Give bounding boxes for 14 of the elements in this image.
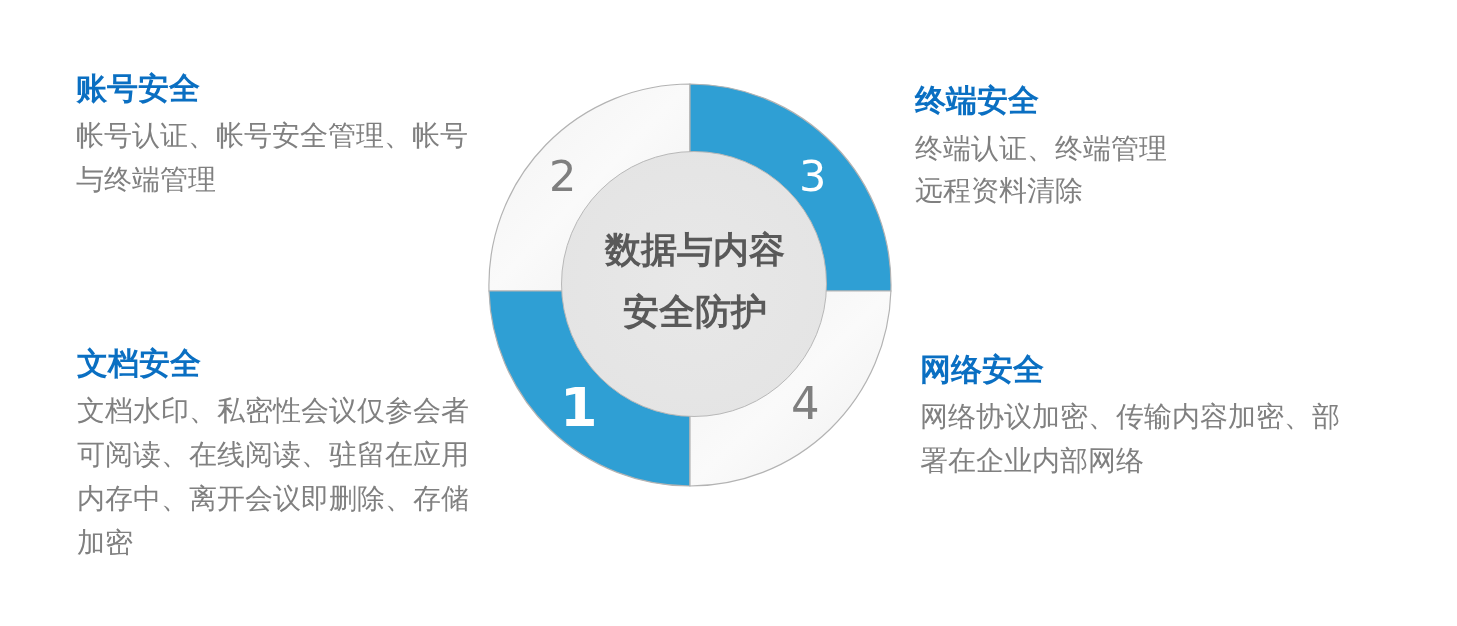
section-heading: 账号安全 <box>76 70 200 106</box>
section-description: 终端认证、终端管理 <box>915 131 1168 166</box>
segment-number: 2 <box>549 155 577 198</box>
center-title: 数据与内容安全防护 <box>604 228 786 334</box>
section-description: 帐号认证、帐号安全管理、帐号与终端管理 <box>76 118 469 197</box>
section-heading: 网络安全 <box>920 351 1044 387</box>
section-description: 网络协议加密、传输内容加密、部署在企业内部网络 <box>920 399 1340 478</box>
segment-number: 3 <box>799 155 827 198</box>
section-description: 文档水印、私密性会议仅参会者可阅读、在线阅读、驻留在应用内存中、离开会议即删除、存储加密 <box>77 393 470 560</box>
segment-number: 1 <box>560 381 598 435</box>
segment-number: 4 <box>791 381 820 426</box>
section-heading: 终端安全 <box>915 82 1039 118</box>
section-description: 远程资料清除 <box>915 173 1084 208</box>
section-heading: 文档安全 <box>77 345 201 381</box>
